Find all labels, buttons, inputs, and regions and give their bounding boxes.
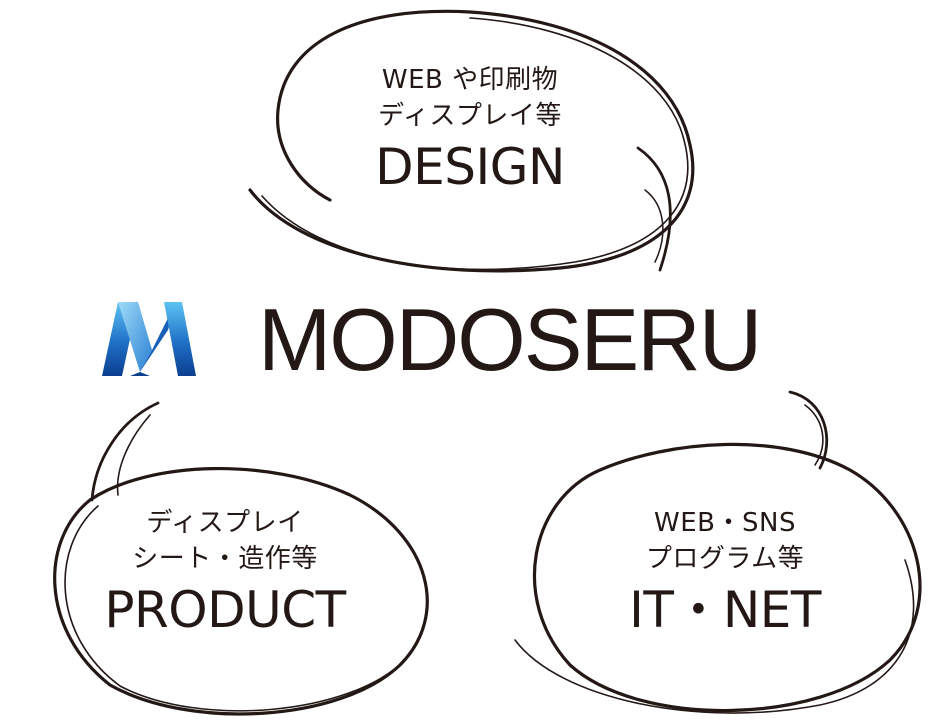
design-title: DESIGN [375,138,565,196]
design-bubble-text: WEB や印刷物 ディスプレイ等 DESIGN [340,62,600,196]
product-bubble-tail [90,401,160,502]
it-net-line1: WEB・SNS [654,508,796,538]
design-bubble-tail [636,146,672,272]
it-net-line2: プログラム等 [645,544,805,574]
design-line1: WEB や印刷物 [381,65,559,95]
modoseru-logo-icon [102,302,196,376]
design-line2: ディスプレイ等 [378,101,562,131]
it-net-bubble-text: WEB・SNS プログラム等 IT・NET [590,505,860,639]
product-bubble-text: ディスプレイ シート・造作等 PRODUCT [80,505,370,639]
design-bubble [248,9,695,273]
it-net-bubble-outline [532,442,922,713]
product-title: PRODUCT [104,581,346,639]
product-line1: ディスプレイ [146,508,304,538]
brand-name: MODOSERU [258,290,762,389]
it-net-bubble-tail [788,390,829,470]
it-net-bubble [514,390,922,714]
product-bubble [53,401,429,716]
product-line2: シート・造作等 [132,544,318,574]
it-net-title: IT・NET [629,581,821,639]
